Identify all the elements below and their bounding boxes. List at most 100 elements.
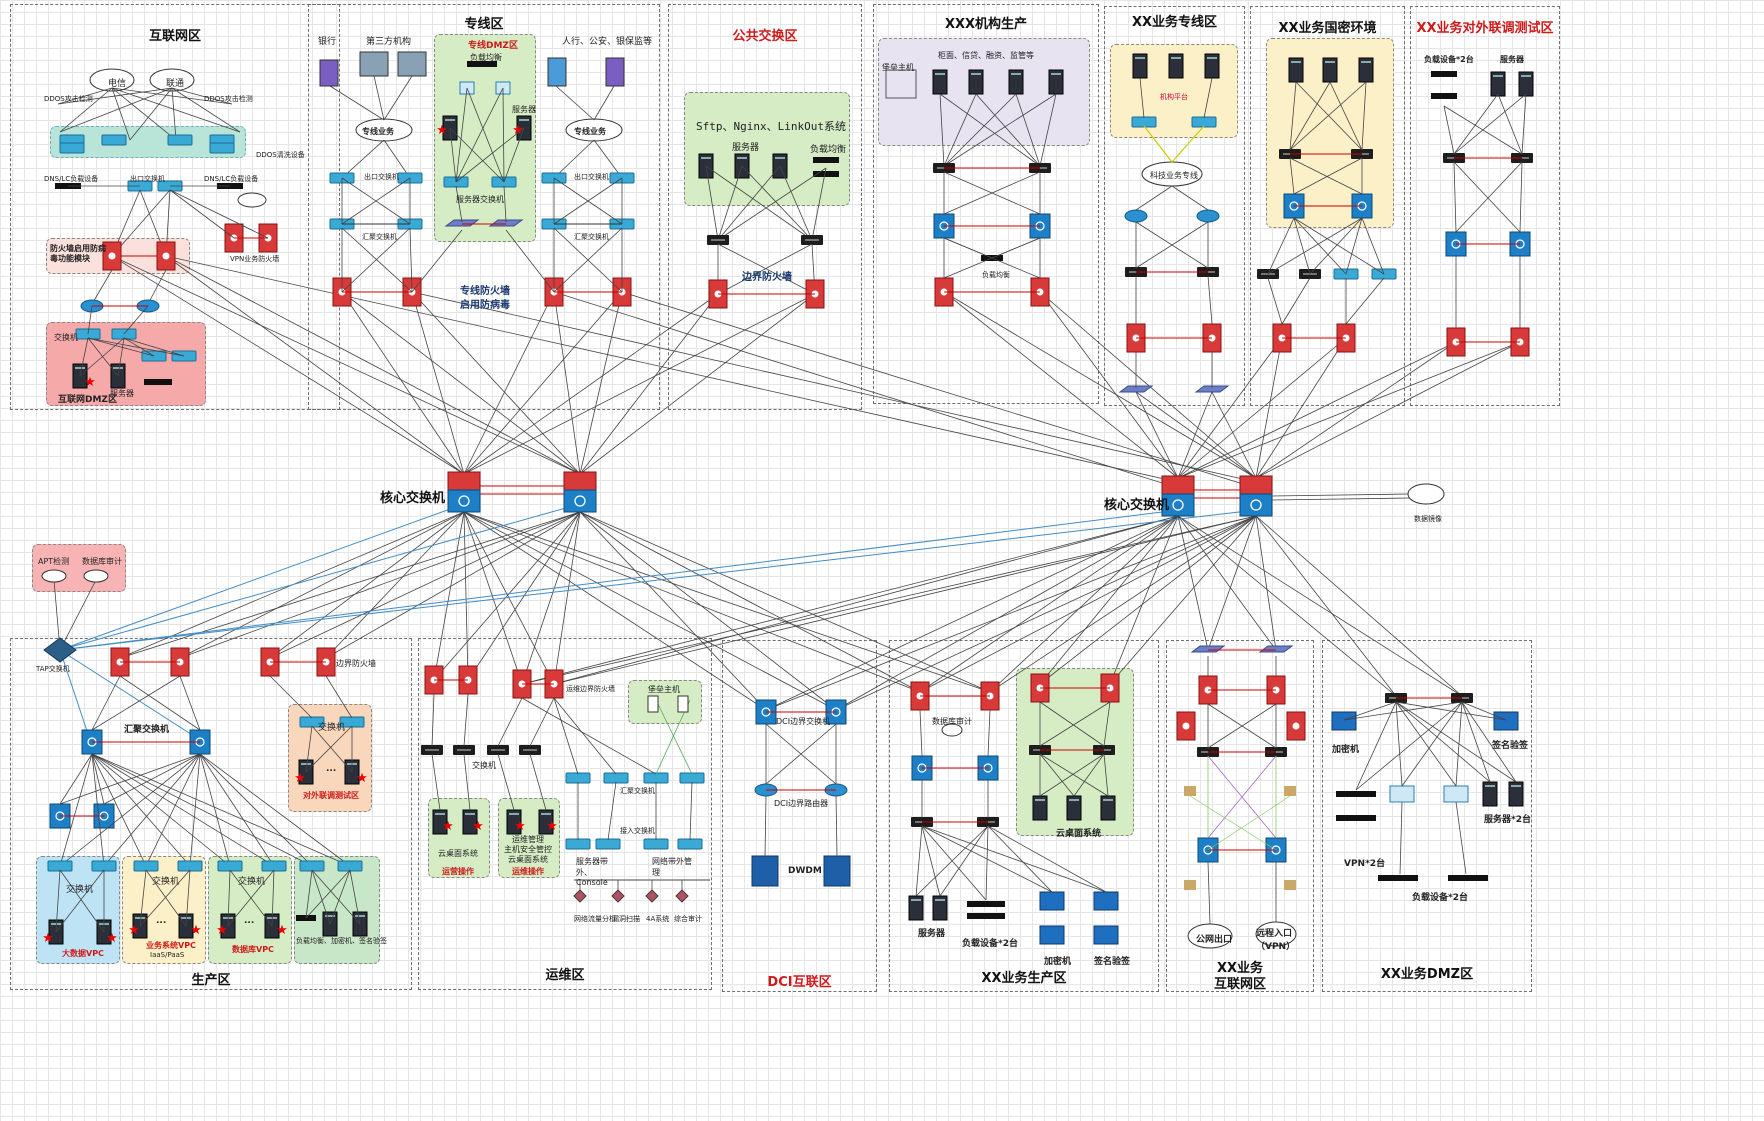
network-link (1207, 861, 1211, 925)
network-link (529, 697, 555, 747)
server-icon-mark (1103, 799, 1113, 801)
network-link (607, 781, 617, 841)
network-link (91, 675, 121, 731)
network-link (449, 127, 505, 183)
network-link (341, 139, 385, 179)
server-icon-mark (465, 813, 475, 815)
vpc2-sub-label: IaaS/PaaS (150, 951, 185, 959)
network-link (1039, 701, 1105, 747)
tech-line-label: 科技业务专线 (1150, 171, 1198, 180)
server-icon-mark (509, 813, 519, 815)
zone-title: 公共交换区 (732, 29, 798, 44)
network-link (943, 237, 1041, 279)
agg1-label: 汇聚交换机 (362, 233, 397, 241)
network-link (579, 511, 921, 693)
server-icon-mark (1521, 75, 1531, 77)
network-link (1443, 105, 1455, 155)
zone-title: XX业务对外联调测试区 (1416, 21, 1554, 36)
network-link (764, 795, 767, 857)
network-link (987, 825, 1107, 893)
ops-tool-icon (573, 889, 587, 903)
network-link (269, 511, 465, 659)
zone-xx-private: XX业务专线区 (1104, 6, 1245, 406)
network-link (1177, 341, 1457, 479)
network-link (463, 511, 767, 711)
vpc3-area (208, 856, 292, 964)
star-icon: ★ (436, 123, 448, 138)
waf-icon (1443, 785, 1469, 803)
vpc3-switch-label: 交换机 (238, 877, 266, 887)
network-link (129, 87, 173, 141)
network-link (59, 869, 105, 933)
storage-label: 数据镜像 (1414, 515, 1442, 523)
isp1-label: 电信 (108, 79, 127, 89)
network-link (103, 753, 201, 805)
network-link (463, 511, 991, 693)
network-link (975, 93, 1041, 167)
vpc3-dots: ... (244, 916, 255, 926)
network-link (1039, 753, 1105, 797)
network-link (1039, 93, 1057, 167)
vpc1-area (36, 856, 120, 964)
sign-verify-icon (1093, 925, 1119, 945)
zone-production: 生产区 (10, 638, 412, 990)
network-link (1361, 81, 1367, 151)
prod-agg-label: 汇聚交换机 (124, 725, 170, 735)
router-icon (1196, 209, 1220, 223)
load-balancer-icon (1431, 93, 1457, 99)
network-link (1281, 277, 1311, 325)
db-audit-label: 数据库审计 (82, 557, 122, 566)
vpc2-dots: ... (156, 916, 167, 926)
network-link (915, 825, 923, 897)
network-link (59, 509, 1179, 651)
network-link (1289, 157, 1295, 195)
ipx-icon (1190, 645, 1226, 653)
network-link (502, 87, 505, 183)
network-link (1177, 391, 1213, 479)
network-link (1453, 93, 1499, 155)
tools-area (32, 544, 126, 592)
network-link (1461, 701, 1491, 783)
zone-ops: 运维区 (418, 638, 712, 990)
load-balancer-icon (1431, 71, 1457, 77)
network-link (55, 869, 105, 933)
egress-switch-label: 出口交换机 (130, 175, 165, 183)
zone-title: XXX机构生产 (944, 17, 1028, 32)
network-link (325, 675, 353, 719)
server-icon-mark (325, 915, 335, 917)
switch-icon (679, 772, 705, 784)
network-link (1355, 701, 1463, 791)
network-link (835, 515, 1257, 711)
network-link (705, 165, 813, 241)
ops-tool-icon (675, 889, 689, 903)
tool2-label: 漏洞扫描 (612, 915, 640, 923)
network-link (579, 511, 837, 711)
network-link (59, 753, 201, 867)
network-link (943, 171, 1041, 215)
cloud-icon (89, 68, 135, 92)
network-link (325, 511, 581, 659)
star-icon: ★ (356, 771, 368, 786)
network-link (985, 825, 989, 901)
server-icon-mark (301, 763, 311, 765)
zone-title: 互联网区 (1213, 977, 1266, 992)
third-party-label: 第三方机构 (366, 37, 412, 47)
cloud-icon (1407, 483, 1445, 505)
core-switch-icon-body (1239, 493, 1273, 517)
network-link (179, 675, 201, 731)
network-link (199, 753, 275, 867)
network-link (553, 227, 623, 293)
load-balancer-icon (967, 901, 1005, 907)
zone-title: XX业务专线区 (1131, 15, 1218, 30)
network-link (1293, 217, 1385, 275)
tool3-label: 4A系统 (646, 915, 670, 923)
zone-internet: 互联网区 (10, 4, 340, 410)
zone-title: XX业务国密环境 (1278, 21, 1377, 36)
network-link (349, 869, 361, 925)
network-link (111, 87, 131, 141)
switch-icon (177, 860, 203, 872)
ops-cloud-desk-label: 云桌面系统 (438, 849, 478, 858)
network-link (87, 337, 119, 377)
core-switch-left-label: 核心交换机 (380, 491, 446, 506)
network-link (147, 269, 167, 305)
